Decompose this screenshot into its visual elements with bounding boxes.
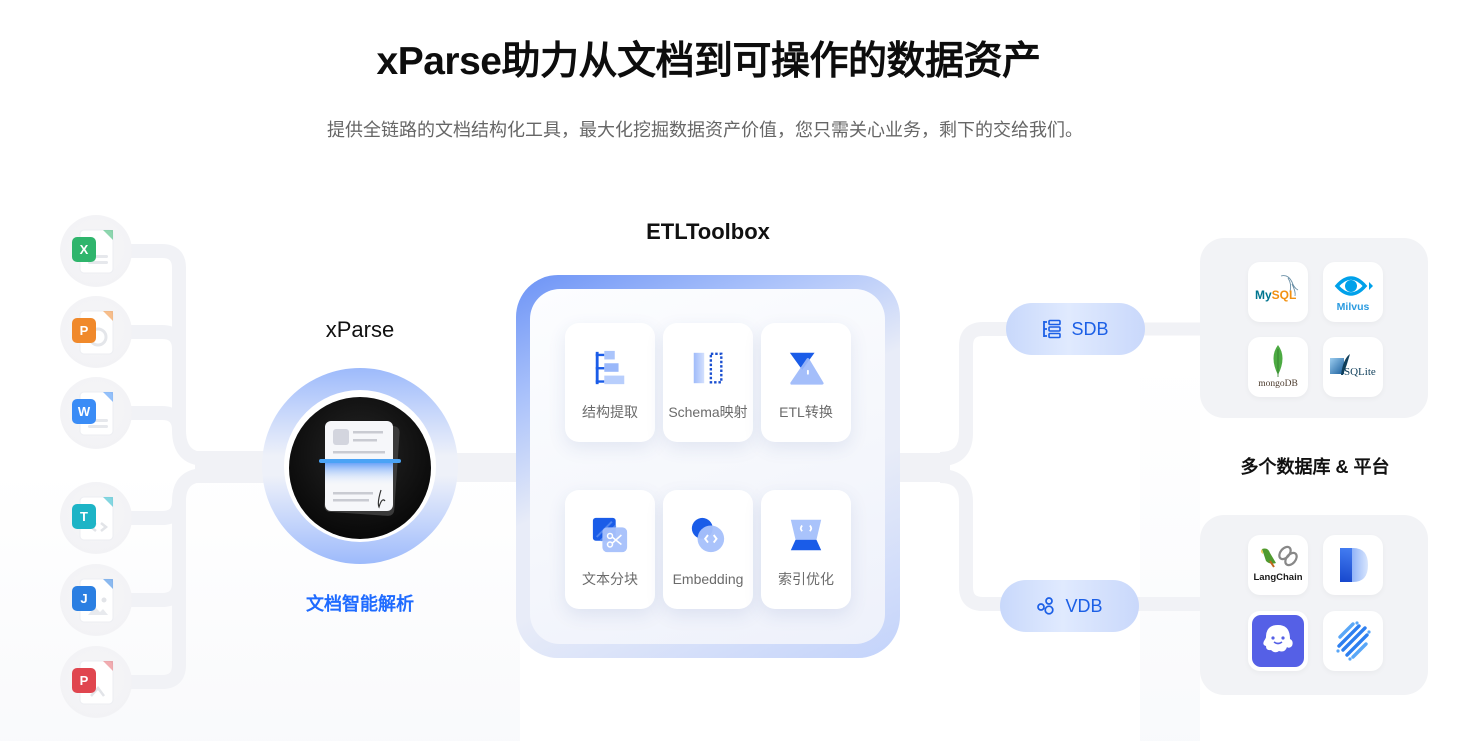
text-file-icon: T (72, 496, 114, 541)
sqlite-logo-icon: SQLite (1330, 354, 1376, 378)
svg-text:mongoDB: mongoDB (1258, 379, 1298, 389)
database-panel: MySQL Milvus mongoDB SQLite (1200, 238, 1428, 418)
tool-label: Schema映射 (668, 404, 748, 420)
tool-label: 结构提取 (582, 404, 638, 420)
langchain-tile: LangChain (1248, 535, 1308, 595)
input-file-powerpoint: P (60, 296, 132, 368)
langchain-logo-icon: LangChain (1253, 545, 1303, 583)
vector-db-icon (1037, 597, 1055, 615)
powerpoint-file-icon: P (72, 310, 114, 355)
xparse-caption: 文档智能解析 (306, 594, 414, 614)
file-badge-letter: T (80, 509, 88, 524)
vdb-pill: VDB (1000, 580, 1139, 632)
milvus-tile: Milvus (1323, 262, 1383, 322)
svg-text:Milvus: Milvus (1337, 301, 1370, 313)
stripes-logo-tile (1323, 611, 1383, 671)
stripes-logo-icon (1336, 621, 1371, 661)
text-chunk-icon (592, 517, 628, 553)
d-logo-icon (1340, 548, 1368, 582)
structure-extract-icon (595, 350, 625, 385)
word-file-icon: W (72, 391, 114, 436)
file-badge-letter: P (80, 673, 89, 688)
mongodb-tile: mongoDB (1248, 337, 1308, 397)
pdf-file-icon: P (72, 660, 114, 705)
file-badge-letter: J (80, 591, 87, 606)
tool-card-schema-mapping: Schema映射 (663, 323, 753, 442)
sdb-label: SDB (1071, 319, 1109, 339)
destinations-caption: 多个数据库 & 平台 (1240, 457, 1390, 477)
tool-label: 文本分块 (582, 571, 638, 587)
ghost-logo-icon (1252, 615, 1304, 667)
mysql-logo-icon: MySQL (1255, 275, 1299, 302)
tool-card-embedding: Embedding (663, 490, 753, 609)
structured-db-icon (1043, 319, 1062, 339)
xparse-title: xParse (325, 317, 395, 342)
milvus-logo-icon: Milvus (1334, 276, 1373, 313)
input-file-pdf: P (60, 646, 132, 718)
embedding-icon (691, 517, 725, 553)
tool-label: 索引优化 (778, 571, 834, 587)
document-scan-icon (289, 397, 431, 539)
svg-text:SQLite: SQLite (1344, 366, 1376, 378)
tool-card-structure-extract: 结构提取 (565, 323, 655, 442)
file-badge-letter: X (80, 242, 89, 257)
d-logo-tile (1323, 535, 1383, 595)
file-badge-letter: P (80, 323, 89, 338)
svg-text:MySQL: MySQL (1255, 288, 1296, 302)
page-title: xParse助力从文档到可操作的数据资产 (376, 40, 1041, 83)
etl-transform-icon (789, 352, 824, 385)
input-file-text: T (60, 482, 132, 554)
mongodb-logo-icon: mongoDB (1258, 345, 1298, 389)
page-subtitle: 提供全链路的文档结构化工具，最大化挖掘数据资产价值，您只需关心业务，剩下的交给我… (327, 120, 1083, 140)
mysql-tile: MySQL (1248, 262, 1308, 322)
input-file-excel: X (60, 215, 132, 287)
vdb-label: VDB (1065, 596, 1103, 616)
etl-title: ETLToolbox (646, 219, 770, 244)
xparse-node (262, 368, 458, 564)
tool-label: Embedding (672, 571, 744, 587)
platform-panel: LangChain (1200, 515, 1428, 695)
schema-mapping-icon (693, 352, 723, 384)
etl-toolbox-panel: 结构提取 Schema映射 ETL转换 文本分块 (516, 275, 900, 658)
input-file-word: W (60, 377, 132, 449)
image-file-icon: J (72, 578, 114, 623)
tool-card-index-optimize: 索引优化 (761, 490, 851, 609)
excel-file-icon: X (72, 229, 114, 274)
sdb-pill: SDB (1006, 303, 1145, 355)
tool-card-etl-transform: ETL转换 (761, 323, 851, 442)
tool-card-text-chunk: 文本分块 (565, 490, 655, 609)
index-optimize-icon (790, 519, 822, 551)
file-badge-letter: W (78, 404, 91, 419)
tool-label: ETL转换 (779, 404, 833, 420)
ghost-logo-tile (1248, 611, 1308, 671)
background-shade (1140, 360, 1200, 741)
sqlite-tile: SQLite (1323, 337, 1383, 397)
svg-text:LangChain: LangChain (1253, 572, 1302, 583)
input-file-image: J (60, 564, 132, 636)
